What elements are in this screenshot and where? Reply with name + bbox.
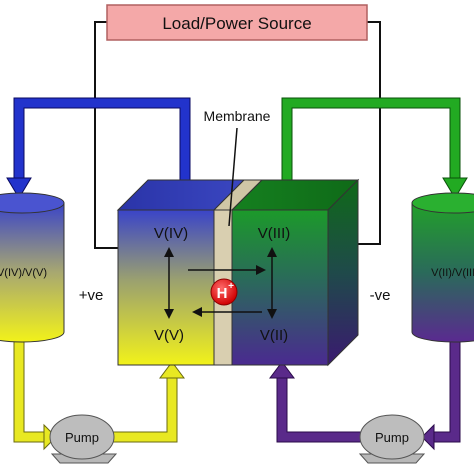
right-electrolyte-tank — [411, 192, 474, 343]
membrane-label: Membrane — [204, 108, 271, 124]
species-v-v: V(V) — [154, 327, 184, 344]
pipe-positive-out — [13, 97, 191, 185]
pipe-positive-return — [13, 339, 49, 443]
positive-redox-arrow — [164, 247, 174, 319]
left-pump-icon — [49, 414, 118, 464]
left-pump-label: Pump — [65, 430, 99, 445]
arrow-into-left-cell — [159, 361, 185, 379]
pipe-negative-return — [433, 339, 461, 443]
load-power-source-box — [106, 4, 368, 41]
species-v-ii: V(II) — [260, 327, 288, 344]
species-v-iv: V(IV) — [154, 225, 188, 242]
arrow-into-right-tank — [442, 177, 468, 199]
left-electrolyte-tank — [0, 192, 65, 343]
left-tank-label: V(IV)/V(V) — [0, 267, 47, 279]
proton-icon — [210, 278, 238, 306]
arrow-into-right-pump — [421, 423, 435, 451]
arrow-into-right-cell — [269, 361, 295, 379]
proton-arrow-left — [192, 307, 262, 317]
pipe-negative-return-up — [276, 375, 369, 443]
arrow-into-left-tank — [6, 177, 32, 199]
proton-symbol: H — [217, 285, 228, 302]
right-pump-icon — [358, 414, 426, 464]
pipe-negative-out — [281, 97, 461, 191]
load-power-source-label: Load/Power Source — [162, 14, 311, 33]
positive-half-cell — [117, 209, 215, 366]
wire-negative — [358, 21, 381, 245]
negative-redox-arrow — [267, 247, 277, 319]
proton-charge: + — [228, 281, 234, 292]
pipe-positive-return-up — [109, 375, 178, 443]
right-tank-label: V(II)/V(III) — [431, 267, 474, 279]
wire-positive — [94, 21, 118, 249]
negative-terminal-label: -ve — [370, 287, 391, 304]
positive-terminal-label: +ve — [79, 287, 104, 304]
right-pump-label: Pump — [375, 430, 409, 445]
proton-arrow-right — [188, 265, 266, 275]
cell-side-face — [327, 178, 359, 367]
species-v-iii: V(III) — [258, 225, 291, 242]
membrane-pointer — [228, 127, 238, 227]
